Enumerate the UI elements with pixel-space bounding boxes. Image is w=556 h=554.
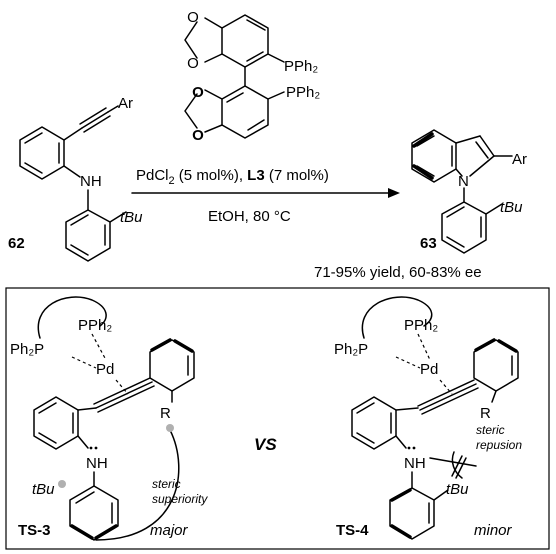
ts3-note-line2: superiority — [152, 492, 208, 506]
svg-text:O: O — [192, 127, 204, 144]
svg-text:O: O — [192, 84, 204, 101]
ts3-outcome: major — [150, 522, 189, 539]
ts4-nh-label: NH — [404, 455, 426, 472]
transition-state-box — [5, 287, 550, 550]
ts4-structure: PPh₂ Ph₂P Pd R steric repusion NH — [334, 296, 522, 540]
reactant-ar-label: Ar — [118, 95, 133, 112]
ts3-note-line1: steric — [152, 477, 181, 491]
reactant-nh-label: NH — [80, 173, 102, 190]
reactant-tbu-label: tBu — [120, 209, 143, 226]
ts4-outcome: minor — [474, 522, 513, 539]
ts4-label: TS-4 — [336, 522, 369, 539]
product-ar-label: Ar — [512, 151, 527, 168]
vs-label: VS — [254, 435, 277, 454]
product-n-label: N — [458, 173, 469, 190]
ts4-tbu-label: tBu — [446, 481, 469, 498]
yield-ee-text: 71-95% yield, 60-83% ee — [314, 264, 482, 281]
ts3-ph2p: Ph₂P — [10, 341, 44, 358]
ts3-structure: PPh₂ Ph₂P Pd R NH tBu steric sup — [10, 296, 208, 541]
reactant-62-label: 62 — [8, 235, 25, 252]
product-63-structure: N Ar tBu 63 — [411, 129, 527, 254]
ligand-pph2-bottom: PPh₂ — [286, 84, 320, 101]
product-tbu-label: tBu — [500, 199, 523, 216]
ts4-ph2p: Ph₂P — [334, 341, 368, 358]
ligand-pph2-top: PPh₂ — [284, 58, 318, 75]
svg-text:O: O — [187, 55, 199, 72]
ts4-r-label: R — [480, 405, 491, 422]
ts4-pd: Pd — [420, 361, 438, 378]
reactant-62-structure: Ar NH tBu 62 — [8, 95, 143, 262]
reaction-arrow-group: PdCl2 (5 mol%), L3 (7 mol%) EtOH, 80 °C — [131, 167, 400, 225]
ts3-tbu-label: tBu — [32, 481, 55, 498]
ts4-pph2: PPh₂ — [404, 317, 438, 334]
ts4-note-line2: repusion — [476, 438, 522, 452]
ts3-pd: Pd — [96, 361, 114, 378]
ts4-note-line1: steric — [476, 423, 505, 437]
ts3-r-label: R — [160, 405, 171, 422]
ligand-l3-structure: O O PPh₂ O O PPh₂ — [184, 9, 320, 144]
ts3-nh-label: NH — [86, 455, 108, 472]
ts3-label: TS-3 — [18, 522, 51, 539]
product-63-label: 63 — [420, 235, 437, 252]
ts3-pph2: PPh₂ — [78, 317, 112, 334]
conditions-line-1: PdCl2 (5 mol%), L3 (7 mol%) — [136, 167, 329, 187]
svg-text:O: O — [187, 9, 199, 26]
conditions-line-2: EtOH, 80 °C — [208, 208, 291, 225]
